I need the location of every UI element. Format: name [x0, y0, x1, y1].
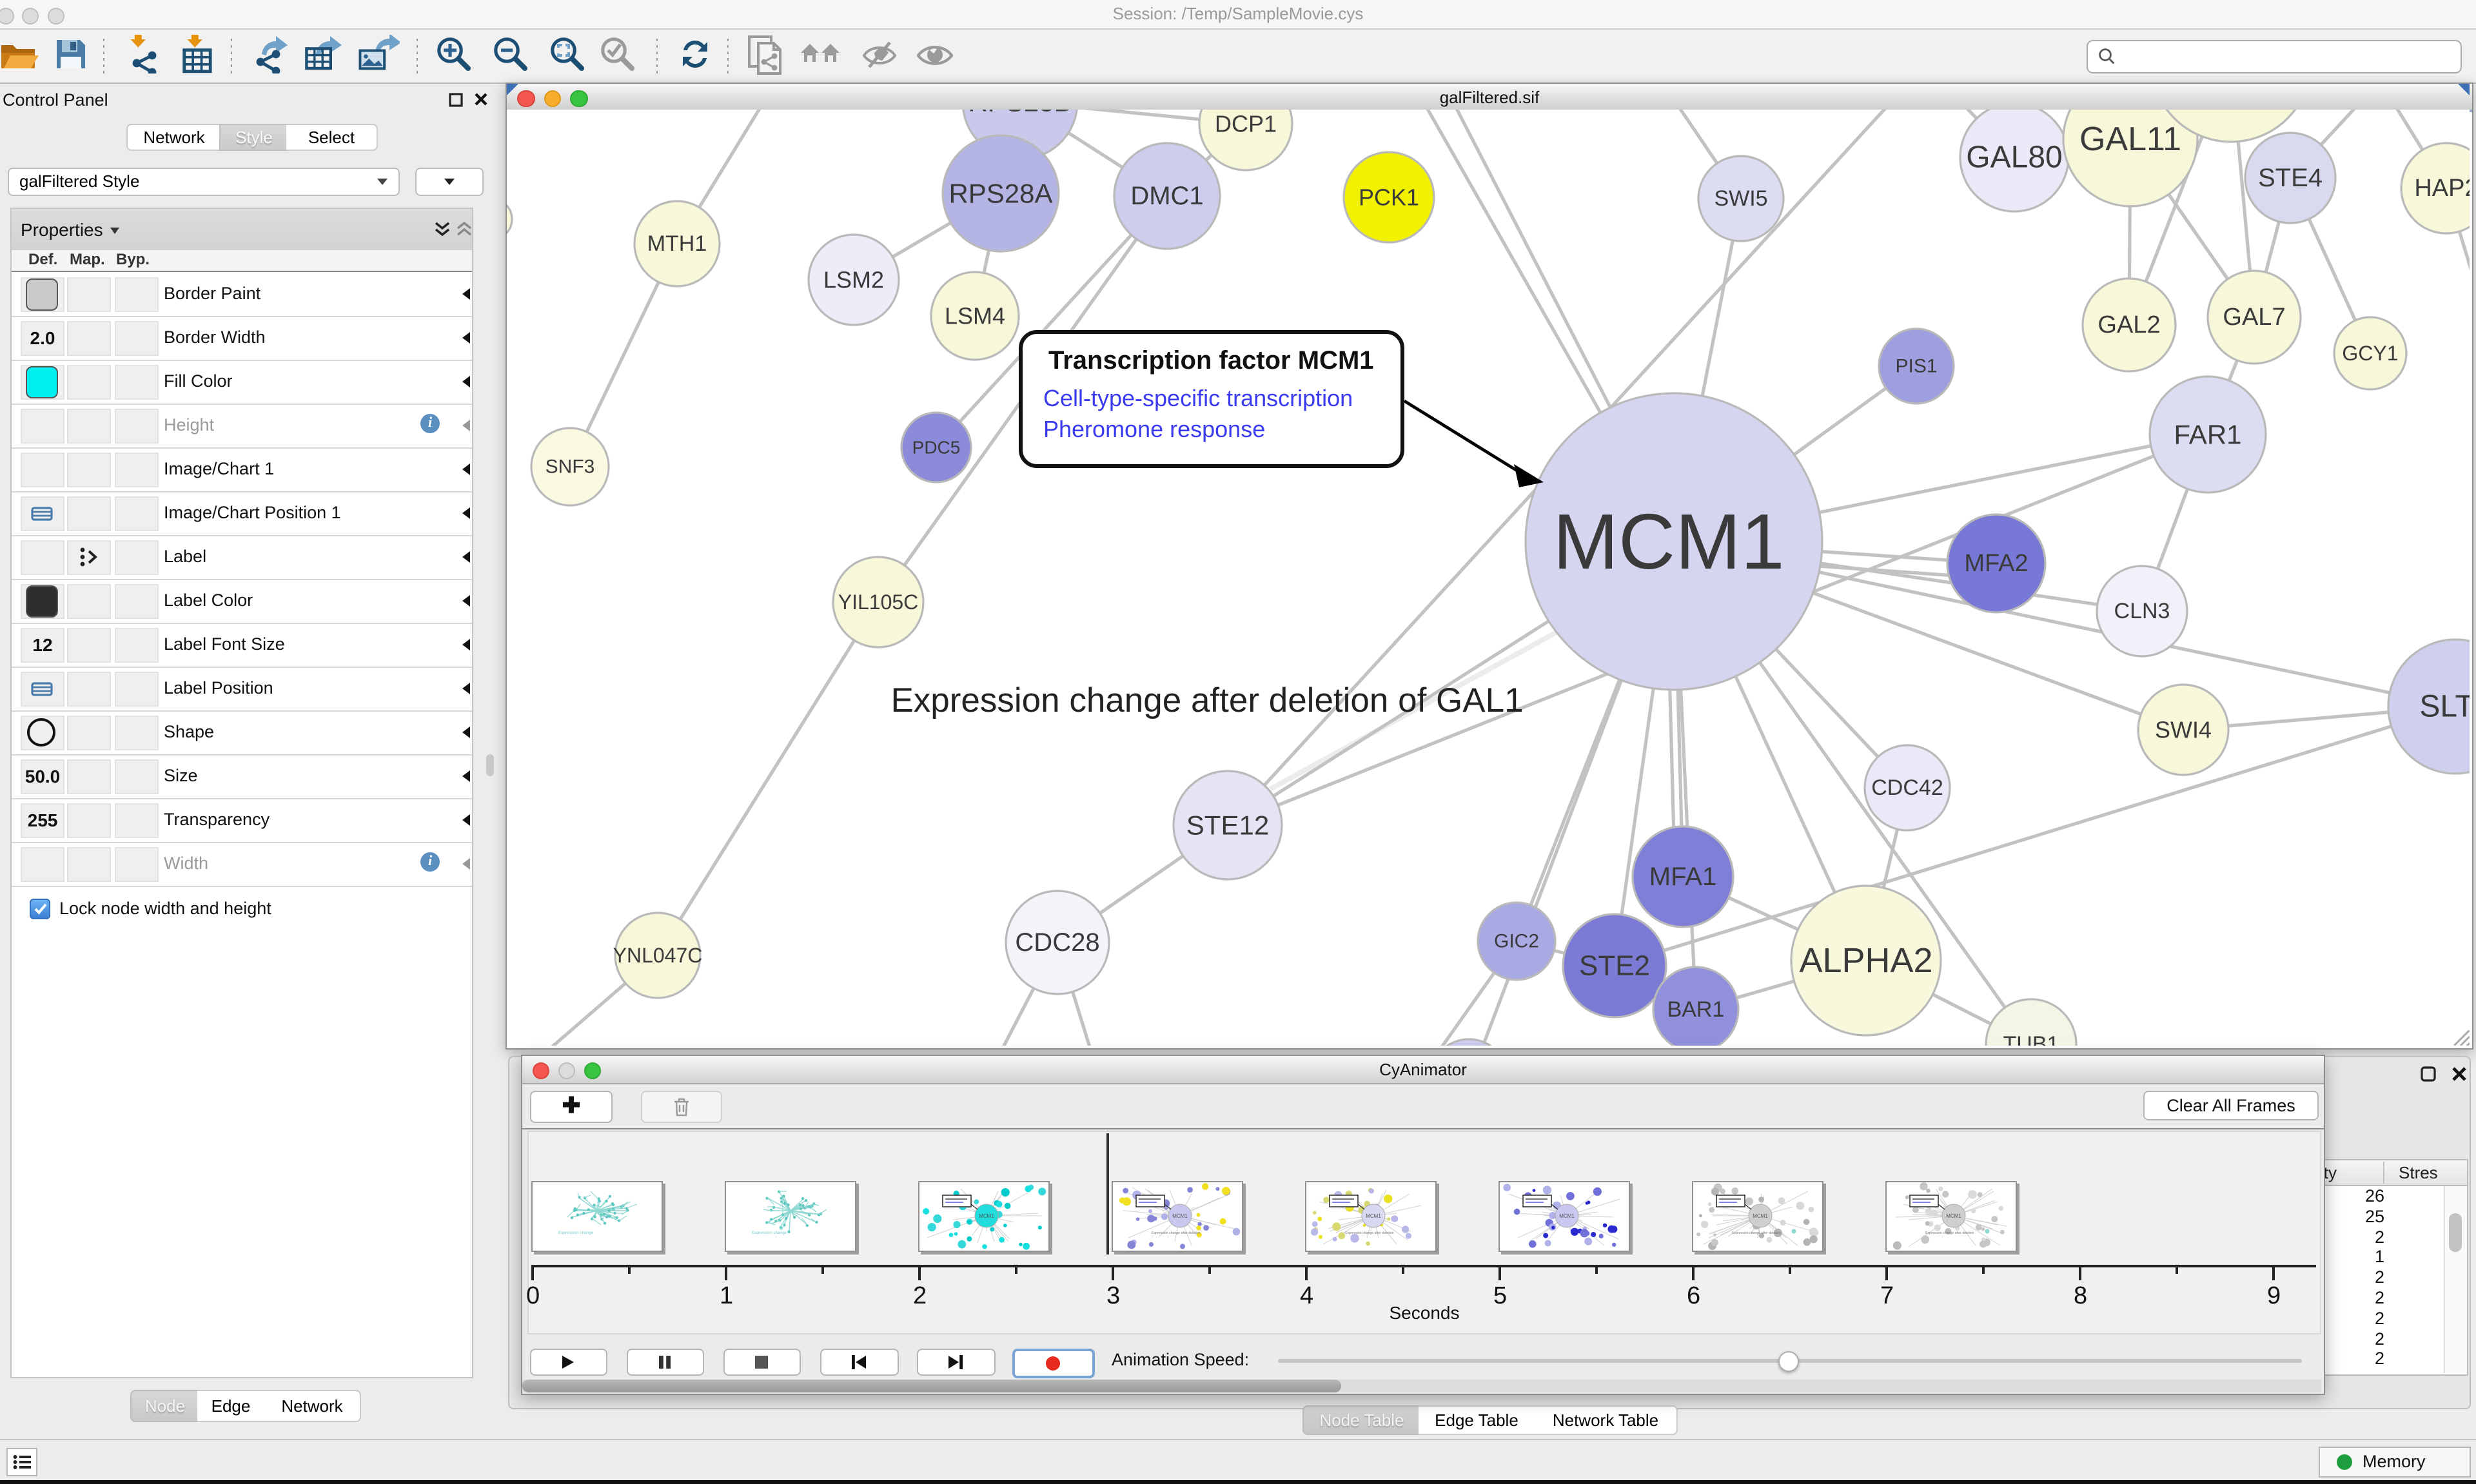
svg-text:Expression change: Expression change: [558, 1231, 594, 1235]
svg-text:MFA1: MFA1: [1649, 863, 1716, 891]
svg-text:CLN3: CLN3: [2114, 599, 2170, 623]
svg-text:MFA2: MFA2: [1964, 550, 2028, 577]
svg-text:SWI4: SWI4: [2155, 717, 2212, 743]
svg-text:DMC1: DMC1: [1130, 182, 1203, 210]
svg-text:MCM1: MCM1: [1553, 498, 1784, 585]
svg-text:MCM1: MCM1: [1946, 1213, 1961, 1219]
svg-text:Expression change after deleti: Expression change after deletion: [1152, 1231, 1201, 1235]
svg-text:MCM1: MCM1: [979, 1213, 994, 1219]
svg-text:DCP1: DCP1: [1215, 111, 1277, 137]
svg-text:STE4: STE4: [2258, 164, 2323, 192]
svg-text:Expression change after deleti: Expression change after deletion: [1345, 1231, 1394, 1235]
svg-text:RPS28B: RPS28B: [968, 110, 1072, 117]
svg-text:GAL2: GAL2: [2098, 311, 2160, 338]
svg-text:GCY1: GCY1: [2342, 342, 2398, 365]
svg-text:YNL047C: YNL047C: [613, 944, 703, 967]
svg-text:SWI5: SWI5: [1714, 186, 1767, 211]
svg-text:MCM1: MCM1: [1559, 1213, 1575, 1219]
svg-text:STE12: STE12: [1186, 810, 1269, 841]
svg-text:LSM2: LSM2: [823, 267, 884, 293]
svg-text:GAL80: GAL80: [1966, 141, 2062, 175]
svg-text:PIS1: PIS1: [1895, 356, 1937, 377]
svg-text:BAR1: BAR1: [1667, 997, 1725, 1022]
svg-text:YIL105C: YIL105C: [838, 591, 919, 614]
svg-text:Expression change after deleti: Expression change after deletion: [1925, 1231, 1974, 1235]
svg-text:GIC2: GIC2: [1494, 931, 1539, 952]
svg-text:GAL11: GAL11: [2079, 121, 2181, 158]
svg-text:MCM1: MCM1: [1753, 1213, 1768, 1219]
svg-text:GAL7: GAL7: [2223, 304, 2285, 331]
svg-text:SLT2: SLT2: [2419, 690, 2470, 724]
svg-text:MCM1: MCM1: [1172, 1213, 1188, 1219]
svg-text:MTH1: MTH1: [647, 231, 707, 256]
svg-text:PDC5: PDC5: [912, 438, 961, 458]
svg-text:Expression change: Expression change: [752, 1231, 787, 1235]
svg-text:HAP2: HAP2: [2414, 175, 2470, 202]
svg-text:CDC42: CDC42: [1871, 776, 1943, 800]
svg-text:TUB1: TUB1: [2003, 1032, 2059, 1046]
svg-text:LSM4: LSM4: [945, 303, 1005, 329]
svg-text:STE2: STE2: [1579, 950, 1650, 982]
svg-text:FAR1: FAR1: [2174, 420, 2241, 450]
svg-text:PCK1: PCK1: [1359, 184, 1419, 211]
svg-text:RPS28A: RPS28A: [948, 179, 1052, 209]
svg-text:ALPHA2: ALPHA2: [1799, 941, 1932, 980]
svg-text:SNF3: SNF3: [545, 456, 595, 478]
svg-text:MCM1: MCM1: [1366, 1213, 1381, 1219]
svg-text:CDC28: CDC28: [1015, 928, 1099, 957]
svg-text:Expression change after deleti: Expression change after deletion: [1732, 1231, 1781, 1235]
